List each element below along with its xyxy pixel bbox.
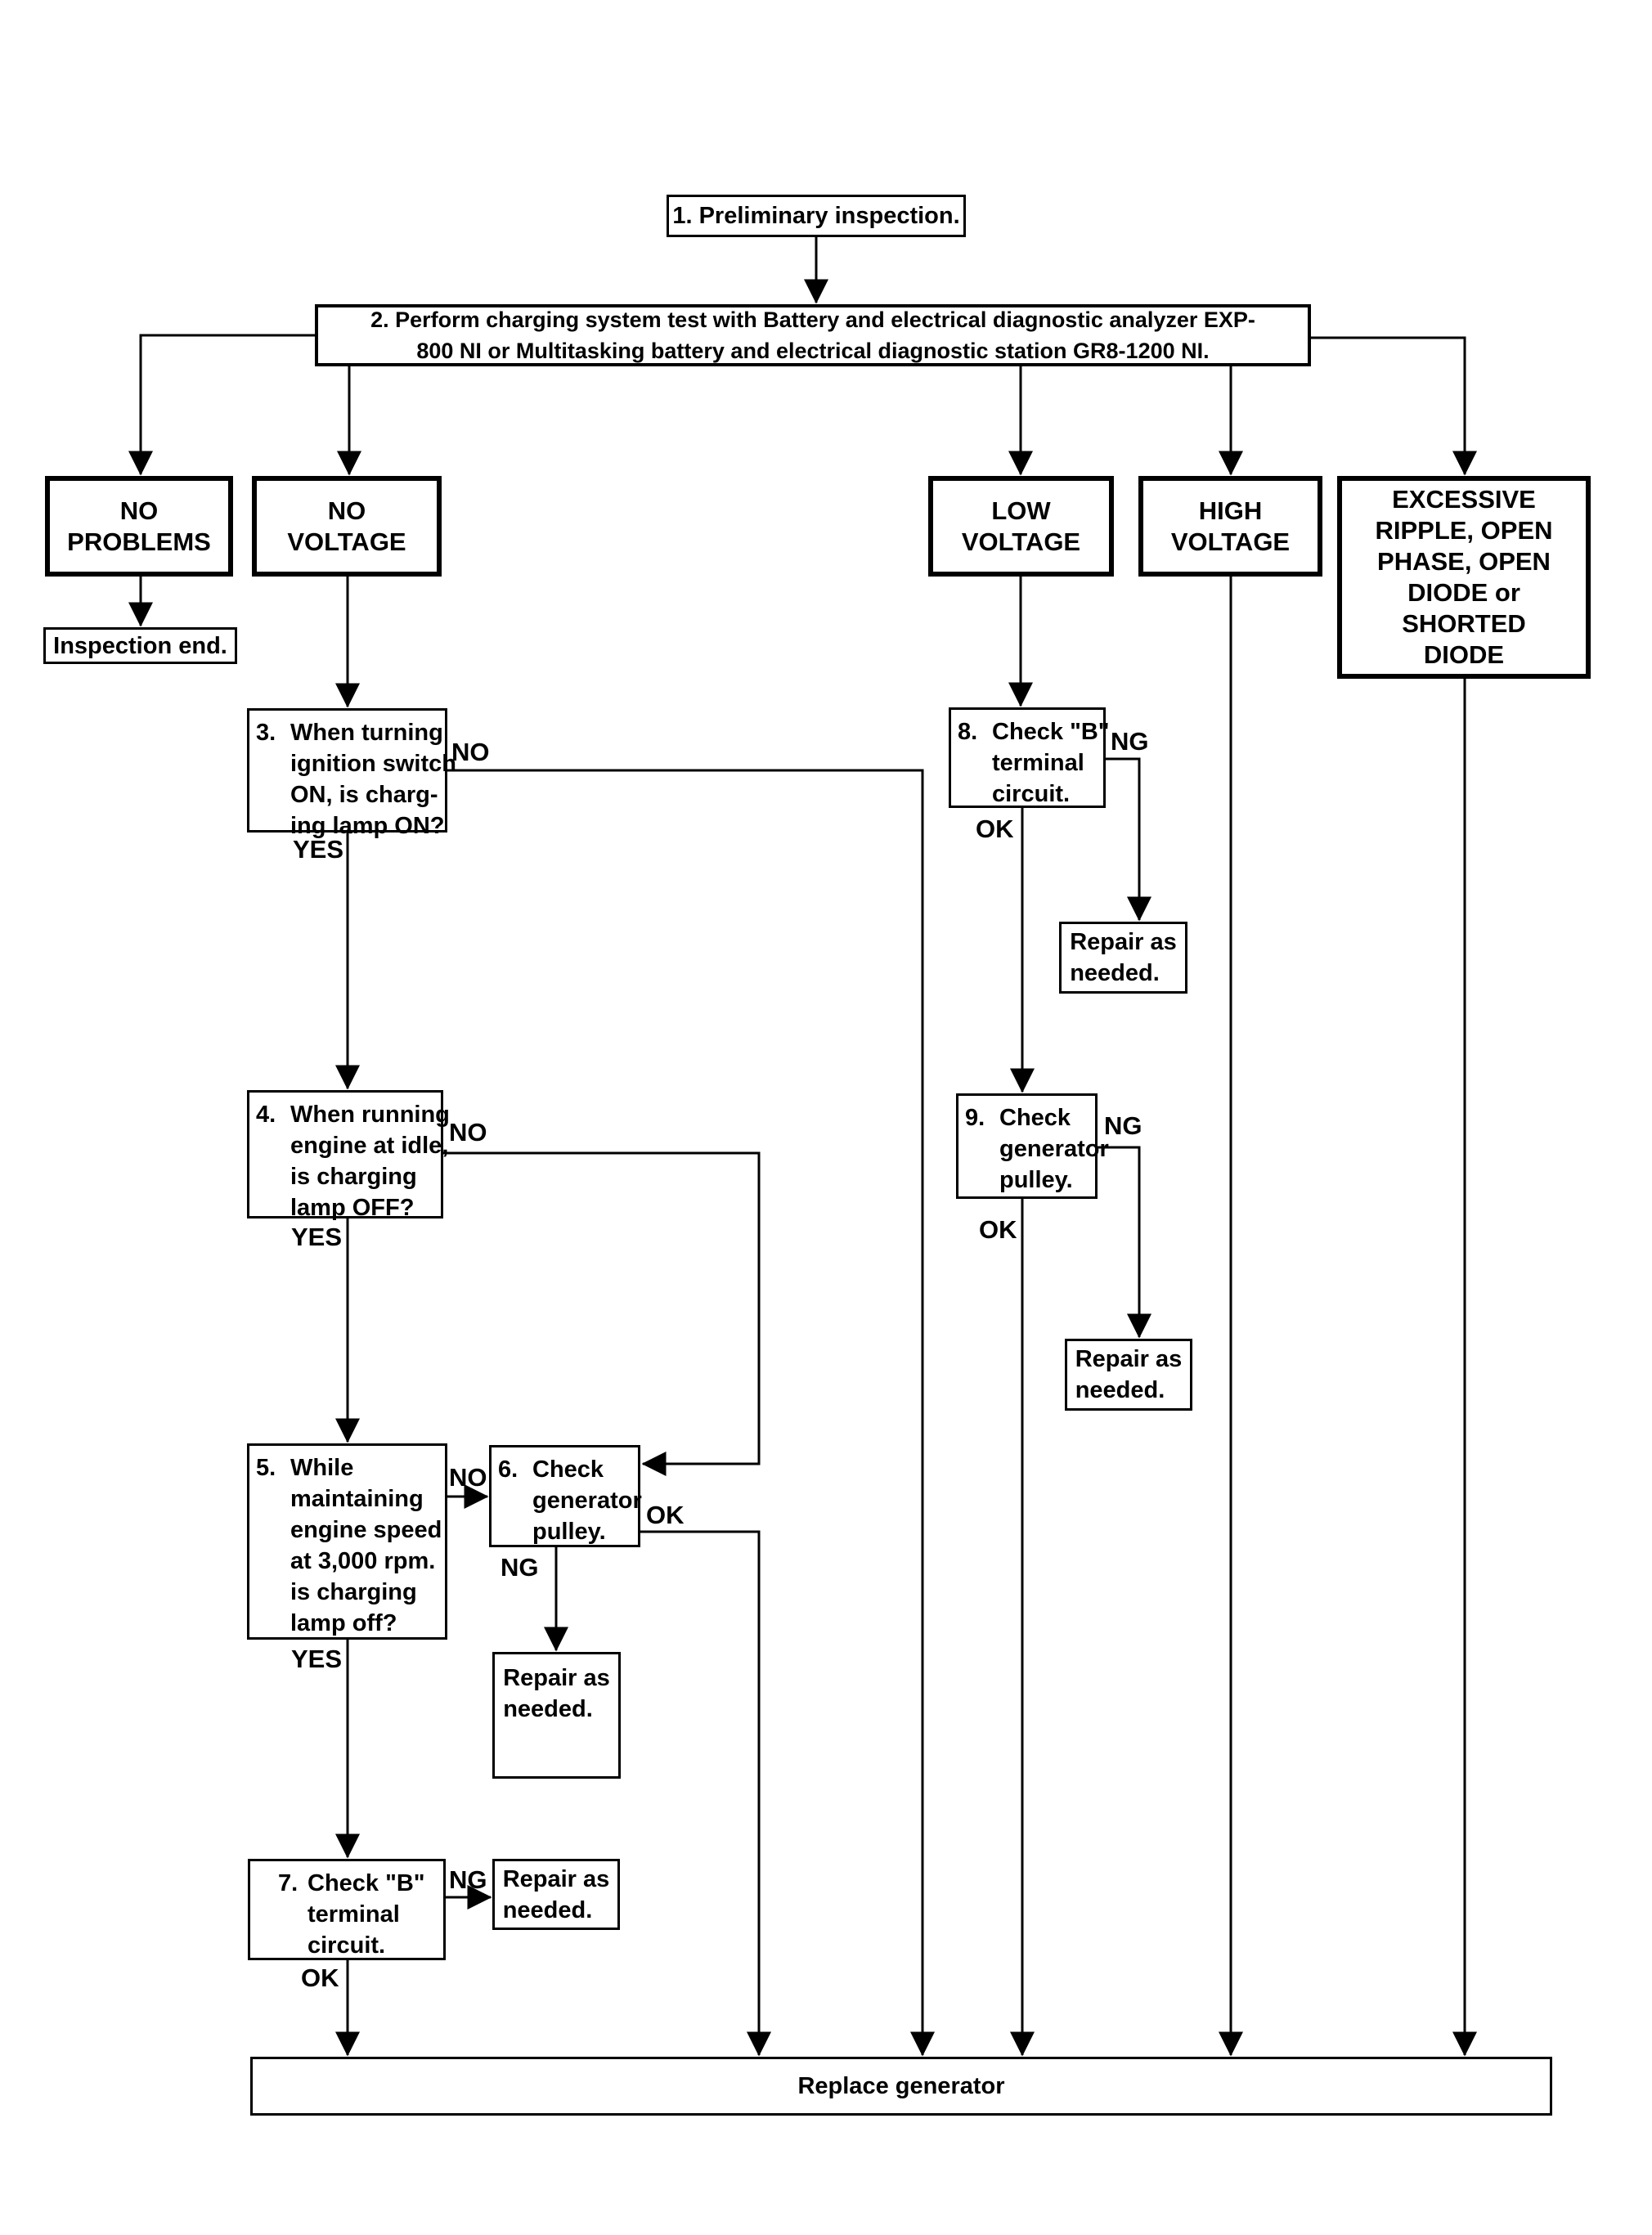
step-8-number: 8. (958, 719, 978, 745)
step-2-box: 2. Perform charging system test with Bat… (315, 304, 1311, 366)
label-n6-ng: NG (501, 1553, 539, 1582)
step-3-box: 3. When turning ignition switch ON, is c… (247, 708, 456, 839)
repair-box-after-8-text: Repair as needed. (1070, 929, 1177, 986)
repair-box-after-6-text: Repair as needed. (503, 1665, 610, 1722)
label-n5-no: NO (449, 1463, 487, 1492)
condition-no-voltage-text: NO VOLTAGE (287, 496, 406, 556)
condition-low-voltage-text: LOW VOLTAGE (961, 496, 1081, 556)
step-9-box: 9. Check generator pulley. (956, 1093, 1109, 1199)
step-7-box: 7. Check "B" terminal circuit. (248, 1859, 446, 1960)
step-6-number: 6. (498, 1456, 518, 1483)
step-8-box: 8. Check "B" terminal circuit. (949, 707, 1110, 808)
label-n3-yes: YES (293, 835, 344, 864)
repair-box-after-8: Repair as needed. (1059, 922, 1187, 994)
label-n7-ok: OK (301, 1963, 339, 1992)
label-n4-yes: YES (291, 1223, 343, 1251)
step-6-box: 6. Check generator pulley. (489, 1445, 642, 1547)
condition-excessive-ripple-text: EXCESSIVE RIPPLE, OPEN PHASE, OPEN DIODE… (1375, 485, 1553, 669)
label-n8-ok: OK (976, 815, 1014, 843)
label-n8-ng: NG (1111, 727, 1149, 756)
label-n5-yes: YES (291, 1645, 343, 1673)
label-n7-ng: NG (449, 1865, 487, 1894)
step-2-text: 2. Perform charging system test with Bat… (370, 307, 1255, 363)
step-6-text: Check generator pulley. (532, 1456, 642, 1545)
condition-low-voltage: LOW VOLTAGE (928, 476, 1114, 577)
repair-box-after-9-text: Repair as needed. (1075, 1346, 1183, 1403)
condition-no-voltage: NO VOLTAGE (252, 476, 442, 577)
step-4-number: 4. (256, 1102, 276, 1128)
step-3-number: 3. (256, 720, 276, 746)
step-9-text: Check generator pulley. (999, 1105, 1109, 1193)
condition-high-voltage: HIGH VOLTAGE (1138, 476, 1322, 577)
edge-n6-ok-to-replace (640, 1530, 771, 2057)
step-7-text: Check "B" terminal circuit. (308, 1870, 425, 1959)
replace-generator-text: Replace generator (797, 2073, 1005, 2099)
step-5-box: 5. While maintaining engine speed at 3,0… (247, 1443, 447, 1640)
condition-no-problems: NO PROBLEMS (45, 476, 233, 577)
repair-box-after-9: Repair as needed. (1065, 1339, 1192, 1411)
edge-n9-ng-to-repair9 (1098, 1146, 1151, 1339)
step-1-box: 1. Preliminary inspection. (667, 195, 966, 237)
repair-box-after-6: Repair as needed. (492, 1652, 621, 1779)
label-n9-ok: OK (979, 1215, 1017, 1244)
edge-n3-no-to-replace (447, 769, 935, 2057)
edge-n4-no-to-n6 (443, 1151, 761, 1476)
condition-high-voltage-text: HIGH VOLTAGE (1170, 496, 1291, 556)
edge-n2-to-excessive (1311, 336, 1477, 476)
condition-excessive-ripple: EXCESSIVE RIPPLE, OPEN PHASE, OPEN DIODE… (1337, 476, 1591, 679)
edge-n8-ng-to-repair8 (1106, 757, 1151, 922)
label-n9-ng: NG (1104, 1111, 1142, 1140)
step-9-number: 9. (965, 1105, 985, 1131)
label-n6-ok: OK (646, 1501, 685, 1529)
replace-generator-box: Replace generator (250, 2057, 1552, 2116)
step-4-text: When running engine at idle, is charging… (290, 1102, 450, 1221)
step-1-text: 1. Preliminary inspection. (672, 203, 960, 229)
step-5-number: 5. (256, 1455, 276, 1481)
inspection-end-box: Inspection end. (43, 627, 237, 664)
condition-no-problems-text: NO PROBLEMS (67, 496, 211, 556)
label-n4-no: NO (449, 1118, 487, 1147)
step-3-text: When turning ignition switch ON, is char… (290, 720, 456, 839)
label-n3-no: NO (451, 738, 490, 766)
repair-box-after-7: Repair as needed. (492, 1859, 620, 1930)
repair-box-after-7-text: Repair as needed. (502, 1865, 610, 1923)
step-8-text: Check "B" terminal circuit. (992, 719, 1110, 807)
step-5-text: While maintaining engine speed at 3,000 … (290, 1455, 442, 1636)
edge-n2-to-no-problems (128, 334, 315, 476)
inspection-end-text: Inspection end. (53, 632, 227, 659)
step-4-box: 4. When running engine at idle, is charg… (247, 1090, 450, 1221)
step-7-number: 7. (278, 1870, 299, 1896)
